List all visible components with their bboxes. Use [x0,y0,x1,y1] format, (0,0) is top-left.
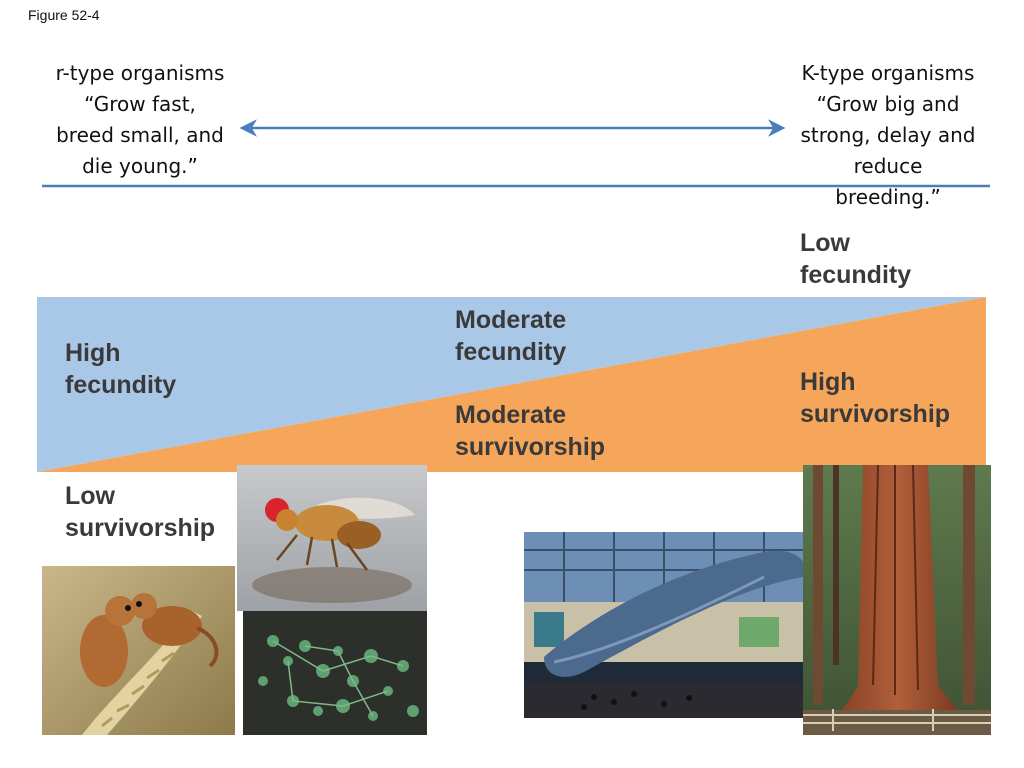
label-line: High [65,339,121,367]
k-type-line: breeding.” [835,185,941,209]
high-fecundity-label: High fecundity [65,337,176,401]
label-line: Moderate [455,306,567,334]
survivorship-band [37,297,986,472]
high-survivorship-label: High survivorship [800,366,950,430]
r-type-heading: r-type organisms “Grow fast, breed small… [40,58,240,182]
label-line: survivorship [65,514,216,542]
moderate-survivorship-label: Moderate survivorship [455,399,605,463]
label-line: Low [800,229,850,257]
moderate-fecundity-label: Moderate fecundity [455,304,566,368]
r-type-line: breed small, and [56,123,224,147]
harvest-mice-photo [42,566,235,735]
k-type-line: “Grow big and [816,92,960,116]
label-line: Moderate [455,401,567,429]
figure-label: Figure 52-4 [28,7,100,23]
fruit-fly-photo [237,465,427,611]
k-type-line: reduce [853,154,923,178]
label-line: survivorship [455,433,606,461]
low-fecundity-label: Low fecundity [800,227,911,291]
label-line: survivorship [800,400,951,428]
label-line: High [800,368,856,396]
label-line: fecundity [455,338,567,366]
k-type-line: strong, delay and [800,123,976,147]
label-line: fecundity [800,261,912,289]
label-line: fecundity [65,371,177,399]
small-plant-photo [243,611,427,735]
low-survivorship-label: Low survivorship [65,480,215,544]
r-type-line: die young.” [82,154,198,178]
k-type-line: K-type organisms [801,61,975,85]
blue-whale-model-photo [524,532,803,718]
r-type-line: r-type organisms [55,61,225,85]
r-type-line: “Grow fast, [84,92,196,116]
label-line: Low [65,482,115,510]
k-type-heading: K-type organisms “Grow big and strong, d… [786,58,990,213]
giant-sequoia-photo [803,465,991,735]
